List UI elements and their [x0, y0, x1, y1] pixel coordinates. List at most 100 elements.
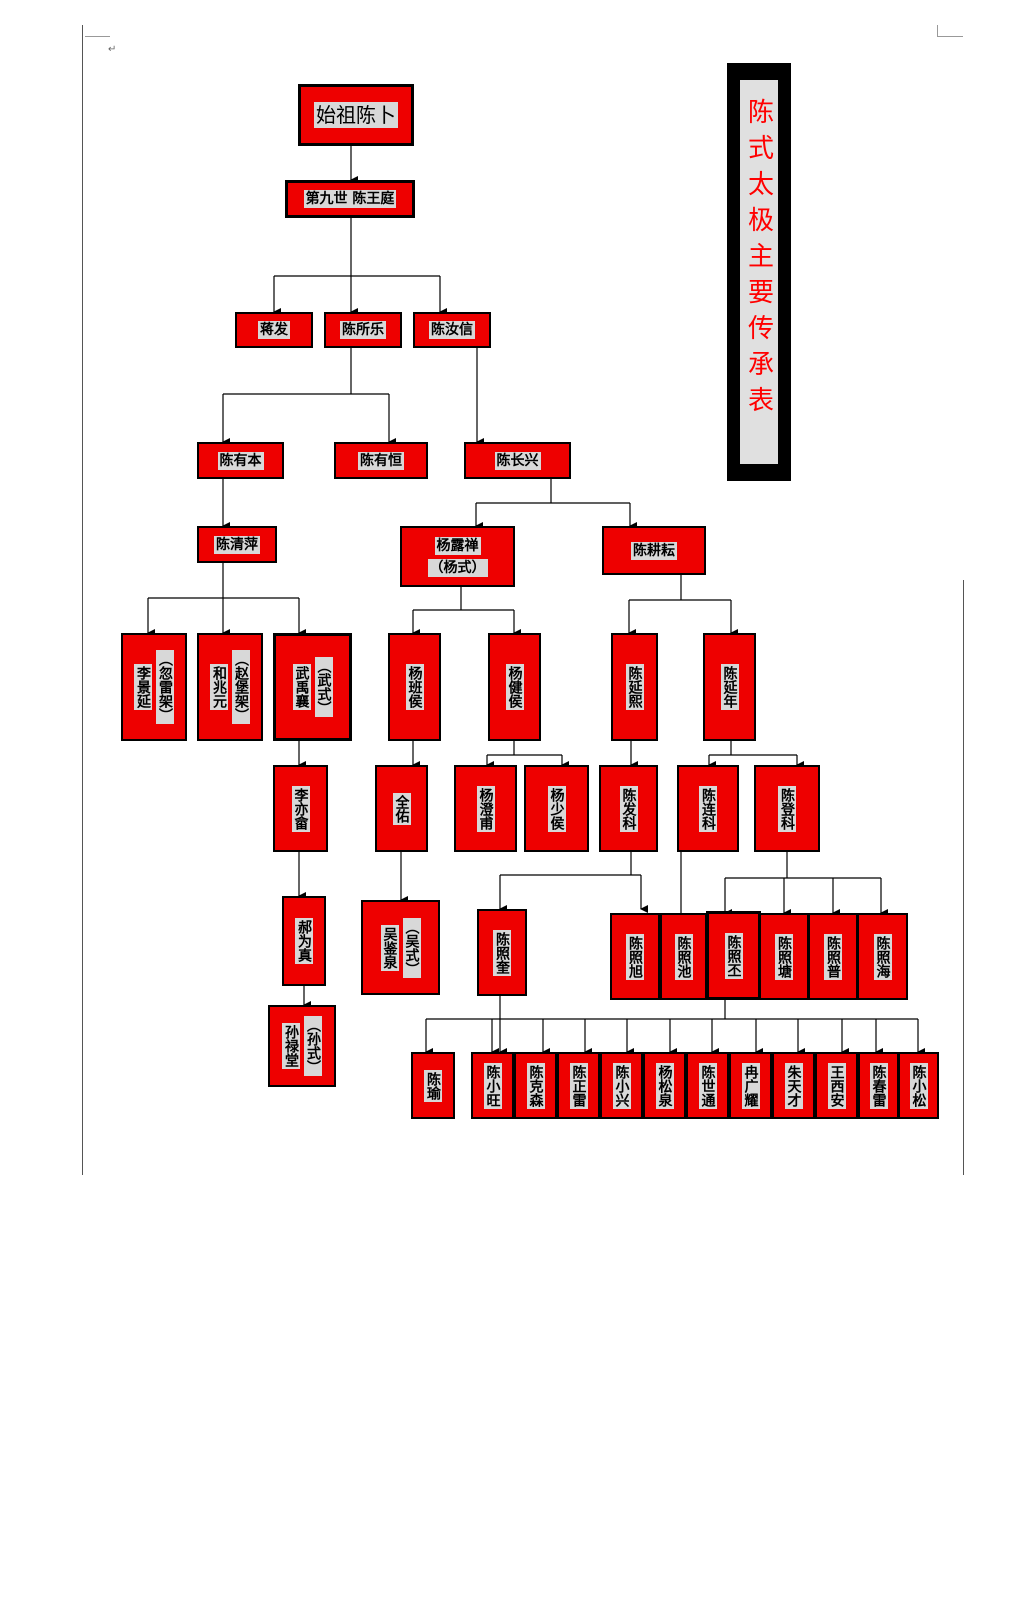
- node-chen-zhaopi: 陈照丕: [706, 911, 761, 1000]
- node-chen-youheng: 陈有恒: [334, 442, 428, 479]
- node-chen-yanxi: 陈延熙: [611, 633, 658, 741]
- node-yang-shaohou: 杨少侯: [524, 765, 589, 852]
- page-left-margin: [82, 25, 83, 1175]
- node-yang-jianhou: 杨健侯: [488, 633, 541, 741]
- node-chen-suole: 陈所乐: [324, 312, 402, 348]
- node-label: 全佑: [392, 792, 411, 825]
- node-label: 陈世通: [698, 1062, 717, 1109]
- node-chen-xiaosong: 陈小松: [898, 1052, 939, 1119]
- node-chen-zhaochi: 陈照池: [660, 913, 707, 1000]
- node-ran-guangyao: 冉广耀: [729, 1052, 772, 1119]
- node-label: 陈照奎: [493, 929, 511, 976]
- node-he-zhaoyuan: （赵堡架） 和兆元: [197, 633, 263, 741]
- node-label: 陈所乐: [340, 321, 386, 339]
- node-chen-yu: 陈瑜: [411, 1052, 455, 1119]
- node-label: 陈清萍: [214, 535, 260, 554]
- node-li-jingyan: （忽雷架） 李景延: [121, 633, 187, 741]
- node-chen-bu: 始祖陈卜: [298, 84, 414, 146]
- node-chen-kesen: 陈克森: [514, 1052, 557, 1119]
- node-label: 李亦畲: [291, 785, 310, 832]
- node-chen-zhaokui: 陈照奎: [477, 909, 527, 996]
- node-label: 李景延: [134, 664, 152, 710]
- node-chen-shitong: 陈世通: [686, 1052, 729, 1119]
- node-chen-dengke: 陈登科: [754, 765, 820, 852]
- node-sublabel: （孙式）: [304, 1016, 322, 1076]
- node-label: 陈小兴: [612, 1062, 631, 1109]
- node-chen-gengyun: 陈耕耘: [602, 526, 706, 575]
- node-hao-weizhen: 郝为真: [282, 896, 326, 986]
- node-label: 和兆元: [210, 664, 228, 710]
- node-label: 孙禄堂: [282, 1023, 300, 1069]
- node-chen-zhaopu: 陈照普: [808, 913, 858, 1000]
- node-label: 陈小旺: [483, 1062, 502, 1109]
- node-label: 陈照丕: [724, 932, 743, 979]
- node-sublabel: （吴式）: [402, 917, 421, 978]
- node-yang-luchan: 杨露禅 （杨式）: [400, 526, 515, 587]
- node-label: 朱天才: [784, 1062, 803, 1109]
- node-chen-xiaowang: 陈小旺: [471, 1052, 514, 1119]
- node-wu-jianquan: （吴式） 吴鉴泉: [361, 900, 440, 995]
- node-chen-wangting: 第九世 陈王庭: [285, 180, 415, 218]
- node-chen-changxing: 陈长兴: [464, 442, 571, 479]
- node-label: 杨露禅: [434, 536, 481, 555]
- node-chen-zhaotang: 陈照塘: [759, 913, 809, 1000]
- node-sublabel: （武式）: [314, 657, 333, 717]
- node-chen-zhaoxu: 陈照旭: [610, 913, 660, 1000]
- node-sun-lutang: （孙式） 孙禄堂: [268, 1005, 336, 1087]
- node-label: 武禹襄: [292, 664, 311, 710]
- node-label: 陈照塘: [775, 933, 793, 980]
- node-label: 陈有本: [217, 451, 264, 470]
- node-chen-ruxin: 陈汝信: [413, 312, 491, 348]
- node-chen-chunlei: 陈春雷: [858, 1052, 899, 1119]
- node-label: 陈照普: [824, 933, 842, 980]
- node-sublabel: （赵堡架）: [232, 650, 250, 724]
- node-chen-qingping: 陈清萍: [197, 526, 277, 563]
- node-label: 陈正雷: [569, 1062, 588, 1109]
- node-label: 陈小松: [909, 1062, 928, 1109]
- corner-mark-right: [937, 25, 963, 37]
- corner-mark-left: [85, 25, 110, 37]
- node-label: 陈登科: [778, 785, 796, 832]
- node-chen-zhenglei: 陈正雷: [557, 1052, 600, 1119]
- node-label: 陈耕耘: [631, 541, 677, 560]
- node-sublabel: （忽雷架）: [156, 650, 174, 724]
- node-chen-yannian: 陈延年: [703, 633, 756, 741]
- node-label: 冉广耀: [741, 1062, 760, 1109]
- node-sublabel: （杨式）: [427, 558, 488, 577]
- node-wang-xian: 王西安: [815, 1052, 858, 1119]
- node-chen-lianke: 陈连科: [677, 765, 739, 852]
- node-label: 陈发科: [619, 785, 638, 832]
- node-yang-chengfu: 杨澄甫: [454, 765, 517, 852]
- chart-title: 陈式太极主要传承表: [743, 98, 774, 422]
- node-label: 陈瑜: [424, 1069, 442, 1102]
- node-li-yiyu: 李亦畲: [273, 765, 328, 852]
- node-label: 杨健侯: [505, 664, 524, 710]
- node-label: 始祖陈卜: [314, 102, 398, 128]
- node-label: 第九世 陈王庭: [303, 190, 397, 208]
- page-right-margin: [963, 580, 964, 1175]
- node-label: 陈延熙: [625, 664, 644, 710]
- node-chen-fake: 陈发科: [599, 765, 658, 852]
- node-yang-banhou: 杨班侯: [388, 633, 441, 741]
- node-jiang-fa: 蒋发: [235, 312, 313, 348]
- node-label: 蒋发: [258, 321, 290, 339]
- node-chen-youben: 陈有本: [197, 442, 284, 479]
- node-label: 杨班侯: [405, 664, 424, 710]
- node-label: 杨澄甫: [476, 785, 495, 832]
- node-label: 吴鉴泉: [380, 924, 399, 971]
- node-wu-yuxiang: （武式） 武禹襄: [273, 633, 352, 741]
- node-label: 陈长兴: [494, 451, 541, 470]
- node-quan-you: 全佑: [375, 765, 428, 852]
- node-chen-zhaohai: 陈照海: [857, 913, 908, 1000]
- node-zhu-tiancai: 朱天才: [772, 1052, 815, 1119]
- return-mark: ↵: [108, 44, 117, 55]
- node-label: 陈照旭: [626, 933, 644, 980]
- node-label: 王西安: [827, 1062, 846, 1109]
- node-yang-songquan: 杨松泉: [643, 1052, 686, 1119]
- node-label: 陈连科: [699, 785, 717, 832]
- title-banner: 陈式太极主要传承表: [727, 63, 791, 481]
- node-label: 郝为真: [295, 918, 313, 964]
- node-label: 陈照海: [873, 933, 892, 980]
- node-label: 陈延年: [720, 664, 739, 710]
